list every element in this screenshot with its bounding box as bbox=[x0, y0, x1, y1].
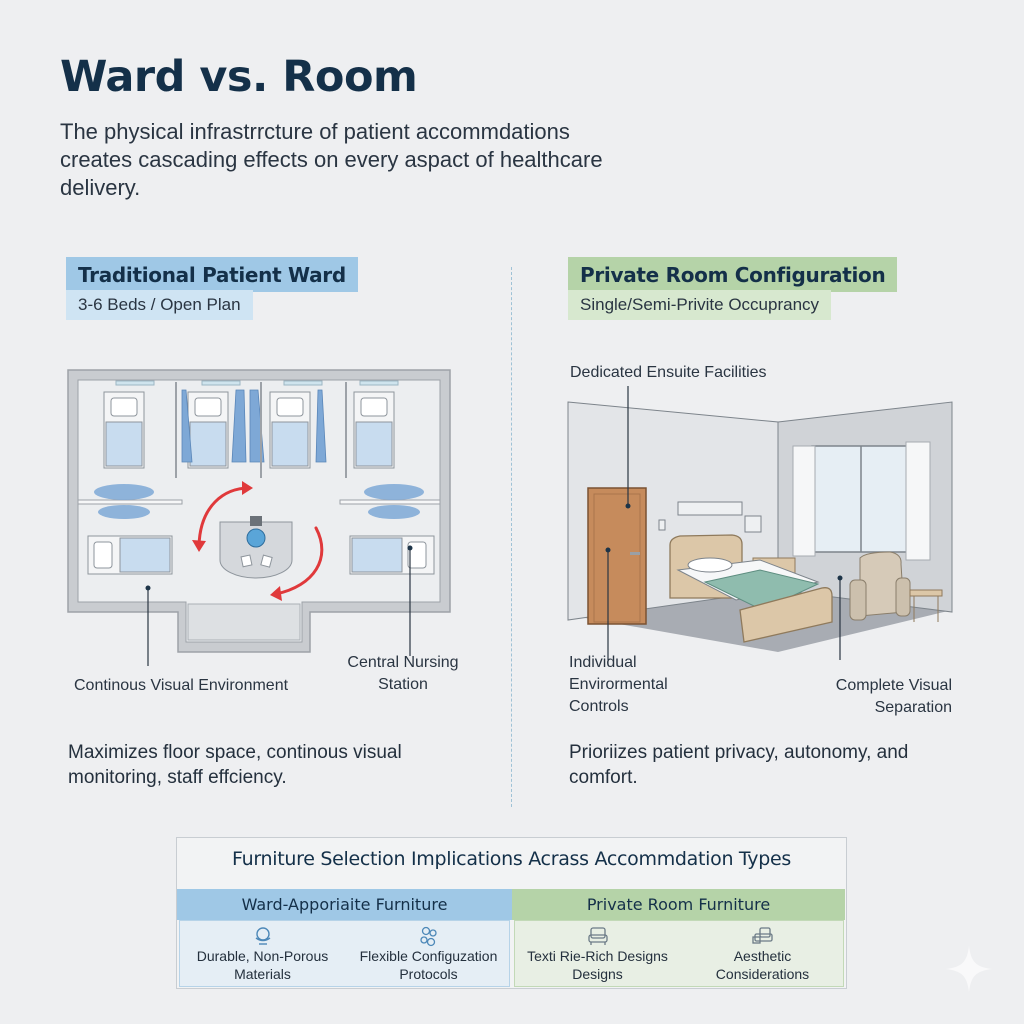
cell-text: Materials bbox=[234, 966, 291, 982]
ward-bed-side-left bbox=[87, 535, 173, 575]
ward-bed-top-1 bbox=[103, 391, 145, 469]
sofa-table-icon bbox=[751, 927, 773, 944]
label-line: Envirormental bbox=[569, 676, 668, 693]
circulation-arrows-icon bbox=[197, 486, 324, 596]
room-description: Prioriizes patient privacy, autonomy, an… bbox=[569, 742, 909, 788]
table-cell: Texti Rie-Rich Designs Designs bbox=[515, 921, 680, 985]
cell-text: Texti Rie-Rich Designs bbox=[527, 948, 668, 964]
column-header-ward: Ward-Apporiaite Furniture bbox=[177, 889, 512, 920]
label-continuous-visual-environment: Continous Visual Environment bbox=[74, 677, 289, 694]
flexible-config-icon bbox=[419, 926, 437, 947]
ward-bed-top-4 bbox=[353, 391, 395, 469]
ward-heading: Traditional Patient Ward bbox=[66, 257, 358, 292]
label-dedicated-ensuite: Dedicated Ensuite Facilities bbox=[570, 364, 767, 381]
cell-text: Durable, Non-Porous bbox=[196, 948, 329, 964]
furniture-implications-table: Furniture Selection Implications Acrass … bbox=[176, 837, 847, 989]
central-nursing-station bbox=[219, 516, 293, 579]
ward-bed-top-3 bbox=[269, 391, 311, 469]
label-line: Central Nursing bbox=[347, 654, 459, 671]
table-cell: Durable, Non-Porous Materials bbox=[180, 921, 345, 985]
label-line: Complete Visual bbox=[835, 677, 952, 694]
ensuite-door bbox=[587, 487, 647, 625]
section-divider bbox=[511, 267, 512, 807]
room-subheading: Single/Semi-Privite Occuprancy bbox=[568, 290, 832, 320]
durable-material-icon bbox=[255, 927, 270, 945]
page-title: Ward vs. Room bbox=[60, 52, 418, 102]
label-complete-visual-separation: Complete Visual Separation bbox=[790, 675, 952, 719]
cell-text: Protocols bbox=[399, 966, 458, 982]
private-room-bed bbox=[669, 534, 833, 643]
label-line: Separation bbox=[874, 699, 952, 716]
table-title: Furniture Selection Implications Acrass … bbox=[232, 848, 791, 870]
ward-description: Maximizes floor space, continous visual … bbox=[68, 742, 402, 788]
label-central-nursing-station: Central Nursing Station bbox=[343, 652, 463, 696]
table-cell: Aesthetic Considerations bbox=[680, 921, 845, 985]
cell-text: Designs bbox=[572, 966, 623, 982]
private-room-illustration bbox=[567, 386, 953, 660]
sparkle-icon bbox=[946, 946, 992, 992]
label-individual-environmental-controls: Individual Envirormental Controls bbox=[569, 652, 668, 718]
cell-text: Aesthetic bbox=[733, 948, 792, 964]
ward-subheading: 3-6 Beds / Open Plan bbox=[66, 290, 253, 320]
ward-bed-top-2 bbox=[187, 391, 229, 469]
armchair-icon bbox=[587, 927, 608, 945]
ward-floor-plan-illustration bbox=[67, 369, 451, 666]
armchair bbox=[849, 551, 911, 621]
ward-bed-side-right bbox=[349, 535, 435, 575]
label-line: Controls bbox=[569, 698, 629, 715]
label-line: Station bbox=[378, 676, 428, 693]
table-cell: Flexible Configuzation Protocols bbox=[346, 921, 511, 985]
page-subtitle: The physical infrastrrcture of patient a… bbox=[60, 119, 603, 200]
cell-text: Flexible Configuzation bbox=[359, 948, 498, 964]
room-furniture-column: Texti Rie-Rich Designs Designs Aesthetic… bbox=[514, 920, 844, 987]
column-header-room: Private Room Furniture bbox=[512, 889, 845, 920]
label-line: Individual bbox=[569, 654, 637, 671]
room-heading: Private Room Configuration bbox=[568, 257, 898, 292]
cell-text: Considerations bbox=[715, 966, 810, 982]
ward-furniture-column: Durable, Non-Porous Materials Flexible C… bbox=[179, 920, 510, 987]
